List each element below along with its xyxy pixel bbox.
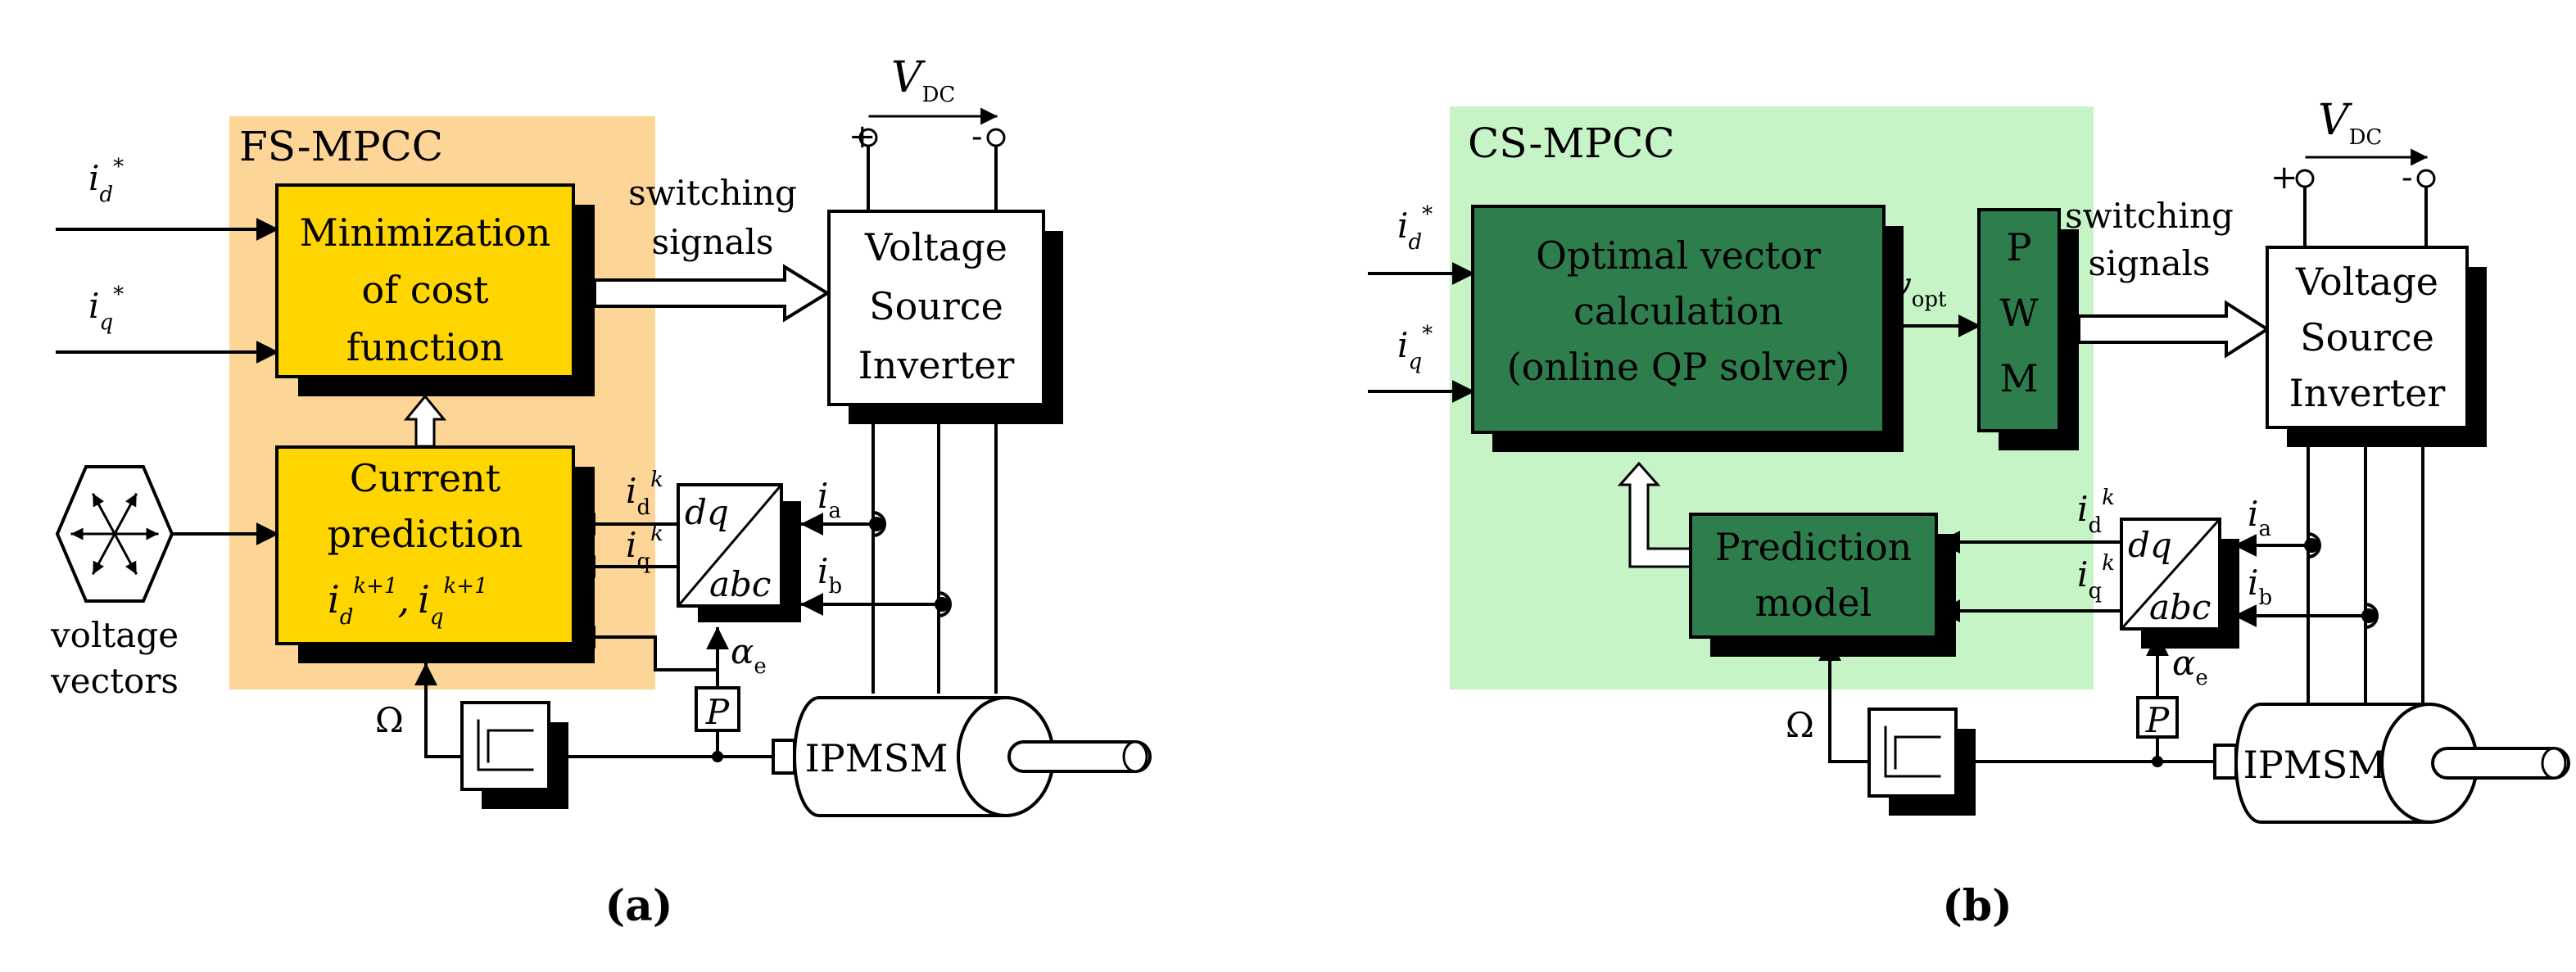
shaft-junction-a <box>712 751 723 762</box>
optimal-vector-block <box>1471 205 1886 434</box>
minimization-block <box>275 183 575 378</box>
opt-label-1: Optimal vector <box>1536 233 1821 278</box>
vsi-label-b-3: Inverter <box>2289 371 2446 415</box>
step-response-icon-b <box>1867 708 1958 798</box>
hollow-feedback-arrow-b <box>1617 461 1692 568</box>
dq-diagonal-b <box>2119 517 2222 631</box>
vsi-label-a-3: Inverter <box>858 343 1015 387</box>
prediction-model-block <box>1689 513 1938 639</box>
omega-label-b: Ω <box>1786 705 1814 745</box>
pwm-label-p: P <box>2007 225 2032 269</box>
dc-plus-terminal-a <box>858 128 878 147</box>
switching-signals-arrow-b <box>2077 300 2270 359</box>
input-id-ref-a: id* <box>88 155 124 207</box>
fb-iq-label-a: iqk <box>626 522 663 574</box>
voltage-vectors-label-2: vectors <box>50 661 179 701</box>
ia-label-a: ia <box>817 476 841 523</box>
input-id-ref-b: id* <box>1397 202 1433 255</box>
pwm-label-m: M <box>1999 356 2038 400</box>
motor-cylinder-icon <box>772 696 1152 817</box>
sensor-ia-a <box>871 510 886 538</box>
sensor-ib-b <box>2363 602 2379 630</box>
vsi-label-b-2: Source <box>2300 315 2434 359</box>
voltage-vectors-label-1: voltage <box>50 615 179 655</box>
panel-a: FS-MPCC id* iq* Minimization of cost fun… <box>50 53 1152 931</box>
switching-label-b-2: signals <box>2089 243 2211 283</box>
vdc-label-b: VDC <box>2318 96 2382 150</box>
switching-label-1: switching <box>628 173 797 213</box>
step-response-icon <box>460 701 550 791</box>
input-iq-ref-a: iq* <box>88 283 124 335</box>
pred-model-label-1: Prediction <box>1715 525 1913 569</box>
pwm-block <box>1977 208 2061 432</box>
panel-b: CS-MPCC id* iq* Optimal vector calculati… <box>1368 96 2570 931</box>
switching-signals-arrow-a <box>593 264 831 323</box>
caption-a: (a) <box>605 881 673 931</box>
dq-label-a: dq <box>685 492 729 532</box>
dc-plus-sign-a: + <box>849 118 876 156</box>
alpha-label-a: αe <box>731 631 767 679</box>
prediction-formula: idk+1,iqk+1 <box>328 574 488 630</box>
vsi-label-a-2: Source <box>869 284 1003 328</box>
sensor-ia-b <box>2306 531 2321 559</box>
hollow-up-arrow-a <box>403 394 447 448</box>
pwm-label-w: W <box>1999 291 2039 335</box>
motor-cylinder-icon-b <box>2213 703 2570 824</box>
hexagon-star-icon <box>55 465 174 603</box>
encoder-label-b: P <box>2145 700 2170 740</box>
abc-label-b: abc <box>2149 587 2211 627</box>
minimization-label-2: of cost <box>362 268 489 312</box>
vdc-label-a: VDC <box>891 53 955 107</box>
abc-label-a: abc <box>709 564 771 604</box>
minimization-label-1: Minimization <box>300 210 551 255</box>
caption-b: (b) <box>1942 881 2012 931</box>
dc-plus-sign-b: + <box>2270 159 2298 197</box>
dc-minus-sign-a: - <box>971 118 983 156</box>
ib-label-a: ib <box>817 551 842 599</box>
vsi-label-b-1: Voltage <box>2295 260 2438 304</box>
ia-label-b: ia <box>2248 494 2271 541</box>
current-prediction-block <box>275 445 575 645</box>
dc-plus-terminal-b <box>2295 169 2315 188</box>
vsi-block-a <box>827 210 1045 406</box>
prediction-label-1: Current <box>350 456 501 500</box>
dq-label-b: dq <box>2128 525 2172 565</box>
motor-label-a: IPMSM <box>805 736 948 780</box>
sensor-ib-a <box>936 590 952 618</box>
minimization-label-3: function <box>346 325 505 369</box>
encoder-label-a: P <box>705 692 730 732</box>
opt-label-3: (online QP solver) <box>1507 345 1850 389</box>
dc-minus-terminal-a <box>986 128 1006 147</box>
dq-diagonal-a <box>676 482 784 608</box>
switching-label-2: signals <box>652 222 774 262</box>
dc-minus-terminal-b <box>2416 169 2436 188</box>
switching-label-b-1: switching <box>2065 196 2234 236</box>
fs-mpcc-title: FS-MPCC <box>239 123 443 170</box>
vsi-label-a-1: Voltage <box>864 225 1007 269</box>
shaft-junction-b <box>2152 756 2163 767</box>
ib-label-b: ib <box>2248 563 2272 610</box>
opt-label-2: calculation <box>1573 289 1783 333</box>
alpha-label-b: αe <box>2172 643 2208 690</box>
fb-iq-label-b: iqk <box>2077 551 2115 604</box>
input-iq-ref-b: iq* <box>1397 322 1433 374</box>
vopt-label: vopt <box>1892 264 1947 312</box>
cs-mpcc-title: CS-MPCC <box>1468 120 1675 167</box>
prediction-label-2: prediction <box>327 512 523 556</box>
dc-minus-sign-b: - <box>2402 159 2413 197</box>
fb-id-label-b: idk <box>2077 486 2115 538</box>
fb-id-label-a: idk <box>626 468 663 520</box>
omega-label-a: Ω <box>375 700 404 740</box>
vsi-block-b <box>2266 246 2469 429</box>
motor-label-b: IPMSM <box>2243 743 2387 787</box>
pred-model-label-2: model <box>1755 581 1872 625</box>
